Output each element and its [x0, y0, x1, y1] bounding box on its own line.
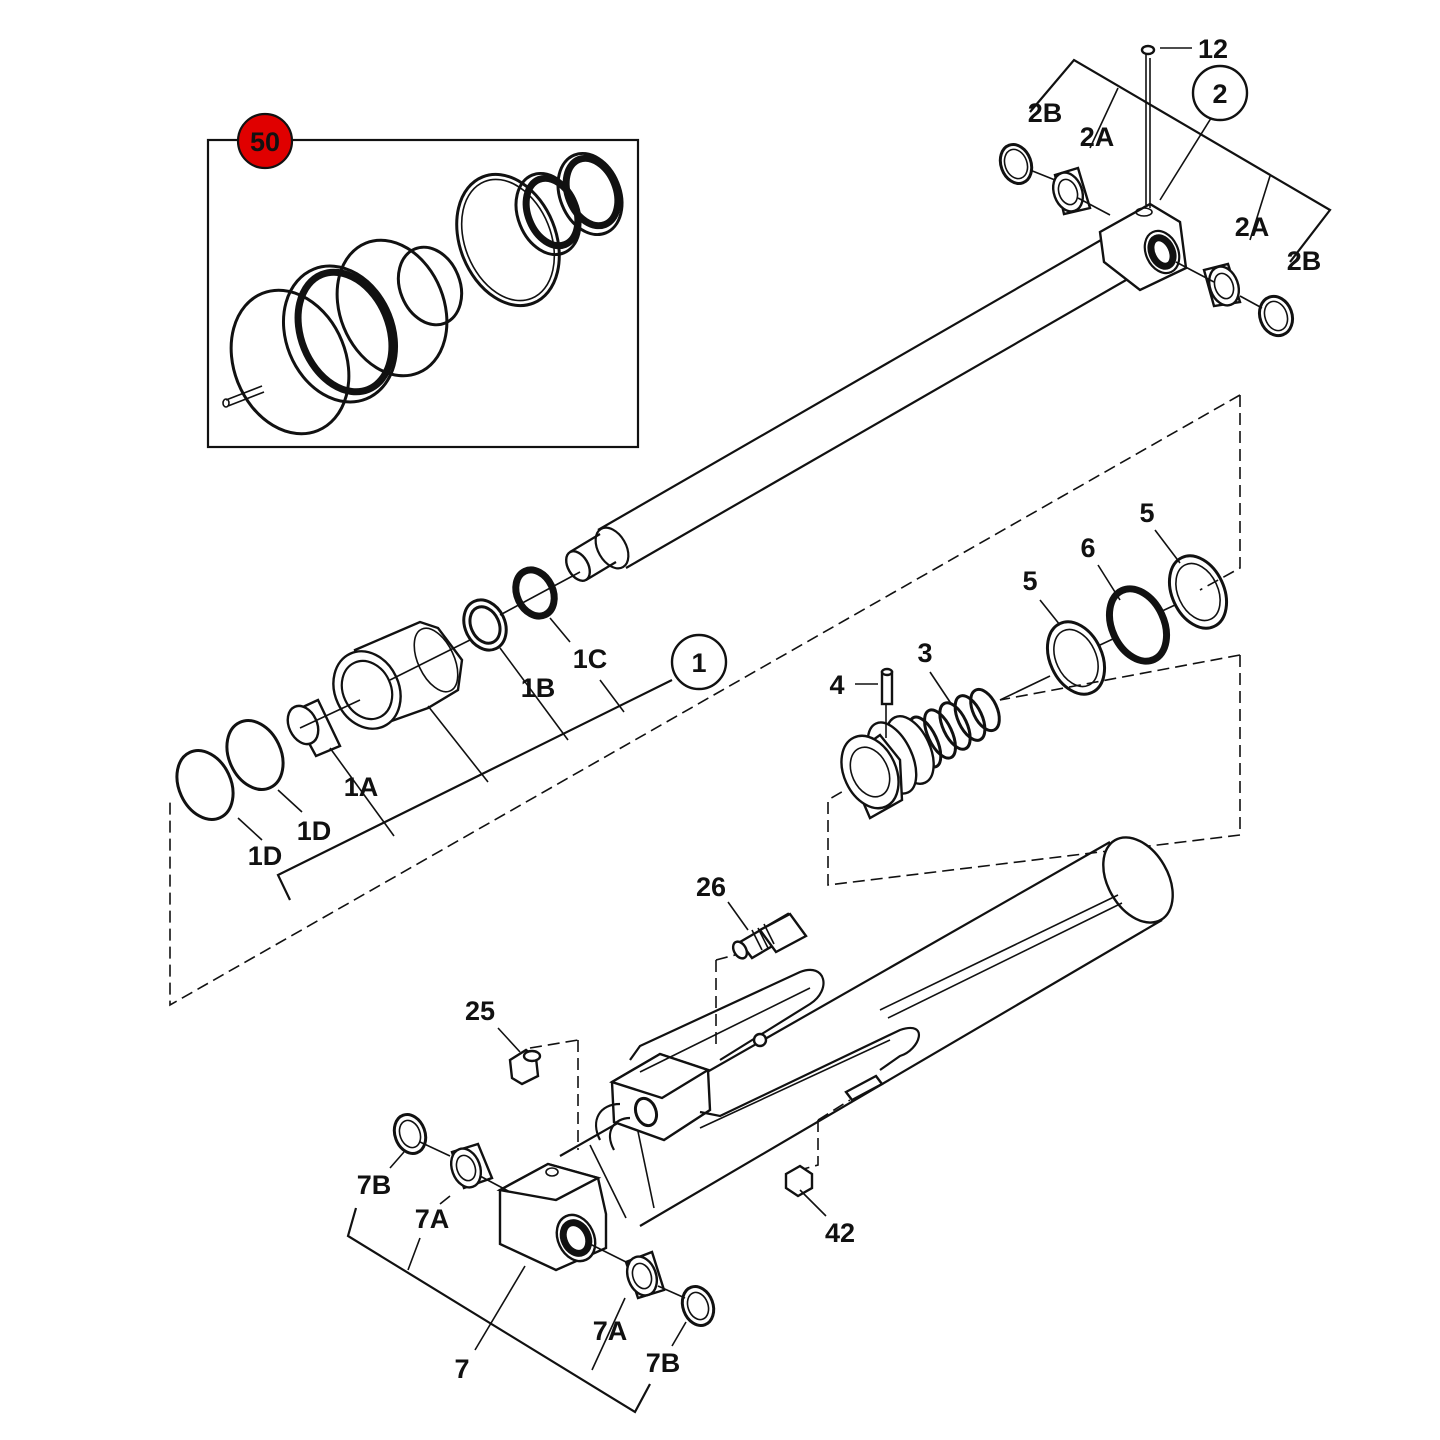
label-1d-b: 1D [248, 841, 283, 871]
label-2b-top: 2B [1028, 98, 1063, 128]
piston-drawing [175, 566, 581, 821]
part-labels: 12 2B 2A 2A 2B 5 6 5 3 4 1C 1B 1A 1D 1D … [248, 34, 1322, 1384]
cushion-valve-drawing [840, 529, 1229, 820]
label-5-mid: 5 [1022, 566, 1037, 596]
label-4: 4 [829, 670, 844, 700]
label-7a-right: 7A [593, 1316, 628, 1346]
label-1c: 1C [573, 644, 608, 674]
base-bracket-lines [346, 1151, 687, 1414]
piston-bracket-lines [237, 617, 673, 901]
label-1d-a: 1D [297, 816, 332, 846]
label-7b-right: 7B [646, 1348, 681, 1378]
label-2a-right: 2A [1235, 212, 1270, 242]
seal-kit-callout-label: 50 [250, 127, 280, 157]
fitting [784, 1164, 827, 1217]
rod-eye-bushings [998, 143, 1295, 338]
label-25: 25 [465, 996, 495, 1026]
label-7: 7 [454, 1354, 469, 1384]
piston-assembly-callout-label: 1 [691, 648, 706, 678]
label-5-top: 5 [1139, 498, 1154, 528]
label-2a-top: 2A [1080, 122, 1115, 152]
plug [497, 1027, 542, 1086]
label-1a: 1A [344, 772, 379, 802]
label-1b: 1B [521, 673, 556, 703]
relief-valve [727, 901, 808, 960]
label-7b-left: 7B [357, 1170, 392, 1200]
piston-rod-drawing [565, 44, 1188, 582]
rod-bracket-lines [1029, 58, 1332, 263]
rod-assembly-callout-label: 2 [1212, 79, 1227, 109]
seal-kit-callout-circle [236, 112, 294, 170]
cylinder-barrel-drawing [496, 836, 1174, 1272]
label-26: 26 [696, 872, 726, 902]
label-3: 3 [917, 638, 932, 668]
seal-kit-box: 50 [206, 112, 640, 449]
spring [907, 687, 1001, 769]
label-6: 6 [1080, 533, 1095, 563]
label-12: 12 [1198, 34, 1228, 64]
dashed-assembly-planes [169, 394, 1241, 1171]
seal-kit-frame [206, 138, 640, 449]
label-7a-left: 7A [415, 1204, 450, 1234]
piston-assembly-callout: 1 [670, 633, 728, 691]
base-bushings [392, 1113, 716, 1327]
seal-kit-drawing [222, 151, 624, 436]
rod-assembly-callout: 2 [1191, 64, 1249, 122]
label-2b-right: 2B [1287, 246, 1322, 276]
label-42: 42 [825, 1218, 855, 1248]
